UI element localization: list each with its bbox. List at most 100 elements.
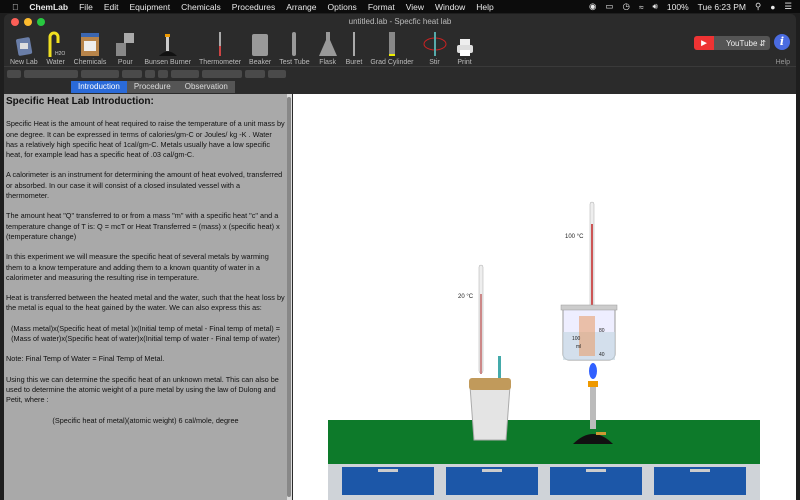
beaker-icon [250,31,270,57]
menu-bar:  ChemLab File Edit Equipment Chemicals … [0,0,800,13]
intro-paragraph: In this experiment we will measure the s… [6,252,269,282]
info-icon[interactable]: i [774,34,790,50]
test-tube-button[interactable]: Test Tube [275,31,313,66]
font-select[interactable] [24,69,78,78]
flask-button[interactable]: Flask [314,31,342,66]
intro-paragraph: Specific Heat is the amount of heat requ… [6,119,285,160]
airplay-icon[interactable]: ▭ [605,1,614,11]
typeface-select[interactable] [81,69,119,78]
window-title: untitled.lab - Specfic heat lab [348,17,452,26]
video-source-select[interactable]: ▶YouTube⇵ [694,36,770,50]
stir-button[interactable]: Stir [418,31,452,66]
hot-water-beaker [560,201,618,361]
thermometer-icon [217,31,223,57]
stir-icon [422,31,448,57]
equation-dulong-petit: (Specific heat of metal)(atomic weight) … [52,415,239,425]
wifi-icon[interactable]: ≈ [638,1,644,12]
grad-cylinder-icon [388,31,396,57]
format-bar [4,66,796,80]
intro-paragraph: Using this we can determine the specific… [6,374,279,405]
intro-note: Note: Final Temp of Water = Final Temp o… [6,354,165,364]
menu-options[interactable]: Options [321,1,357,12]
spacing-stepper[interactable] [245,69,265,78]
alignment-buttons[interactable] [202,69,242,78]
new-lab-icon [14,31,34,57]
background-color-well[interactable] [158,69,168,78]
calorimeter-cup [469,264,511,441]
bunsen-burner-icon [157,31,179,57]
time-machine-icon[interactable]: ◷ [622,1,630,11]
thermometer-1-reading: 20 °C [458,294,474,300]
cylinder-unit: ml [576,344,582,350]
chemicals-button[interactable]: Chemicals [70,31,111,66]
pour-icon [114,31,136,57]
text-color-well[interactable] [145,69,155,78]
menu-edit[interactable]: Edit [97,1,119,12]
intro-paragraph: Heat is transferred between the heated m… [6,293,285,313]
clock[interactable]: Tue 6:23 PM [697,1,746,12]
menu-chemicals[interactable]: Chemicals [174,1,221,12]
lab-bench-canvas[interactable]: 20 °C 100 °C 80 100 ml 40 [293,94,796,500]
pour-button[interactable]: Pour [110,31,140,66]
tab-introduction[interactable]: Introduction [71,81,127,93]
creative-cloud-icon[interactable]: ◉ [588,1,597,11]
battery-percent[interactable]: 100% [666,1,689,12]
bunsen-burner-button[interactable]: Bunsen Burner [140,31,195,66]
equation-water: (Mass of water)x(Specific heat of water)… [11,334,280,344]
menu-window[interactable]: Window [428,1,465,12]
intro-paragraph: A calorimeter is an instrument for deter… [6,170,283,201]
bunsen-burner [573,363,613,444]
buret-icon [351,31,357,57]
flask-icon [318,31,338,57]
menu-file[interactable]: File [72,1,93,12]
title-bar: untitled.lab - Specfic heat lab [4,14,796,30]
notification-center-icon[interactable]: ☰ [784,1,792,11]
youtube-play-icon: ▶ [694,36,714,50]
tab-procedure[interactable]: Procedure [126,81,178,93]
introduction-text-panel[interactable]: Specific Heat Lab Introduction: Specific… [4,94,292,500]
zoom-button[interactable] [37,18,45,26]
bold-italic-underline-buttons[interactable] [171,69,199,78]
menu-equipment[interactable]: Equipment [123,1,170,12]
size-select[interactable] [122,69,142,78]
list-select[interactable] [268,69,286,78]
menu-format[interactable]: Format [361,1,395,12]
tab-observation[interactable]: Observation [177,81,235,93]
grad-cylinder-button[interactable]: Grad Cylinder [366,31,417,66]
cylinder-mark-100: 100 [572,336,581,342]
volume-icon[interactable]: 🔊︎ [652,1,658,11]
chevron-updown-icon: ⇵ [759,38,766,48]
intro-paragraph: The amount heat "Q" transferred to or fr… [6,211,280,241]
text-scrollbar[interactable] [287,97,291,497]
lab-table [328,420,760,500]
menu-arrange[interactable]: Arrange [279,1,316,12]
help-label: Help [775,59,790,66]
style-select[interactable] [7,69,21,78]
apple-icon[interactable]:  [12,2,18,12]
thermometer-2-reading: 100 °C [565,234,584,240]
app-window: untitled.lab - Specfic heat lab New Lab … [4,14,796,500]
chemicals-jar-icon [79,31,101,57]
menu-app[interactable]: ChemLab [23,1,68,12]
menu-view[interactable]: View [399,1,424,12]
buret-button[interactable]: Buret [342,31,367,66]
close-button[interactable] [11,18,19,26]
menu-help[interactable]: Help [469,1,493,12]
cylinder-mark-40: 40 [599,352,605,358]
beaker-button[interactable]: Beaker [245,31,275,66]
new-lab-button[interactable]: New Lab [6,31,42,66]
equation-metal: (Mass metal)x(Specific heat of metal )x(… [10,323,281,333]
intro-title: Specific Heat Lab Introduction: [6,96,154,107]
cylinder-mark-80: 80 [599,328,605,334]
minimize-button[interactable] [24,18,32,26]
thermometer-button[interactable]: Thermometer [195,31,245,66]
spotlight-search-icon[interactable]: ⚲ [755,1,762,11]
water-formula: H2O [55,51,65,57]
menu-procedures[interactable]: Procedures [225,1,275,12]
siri-icon[interactable]: ● [770,1,776,12]
print-button[interactable]: Print [452,31,478,66]
print-icon [456,31,474,57]
water-faucet-icon: H2O [46,31,66,57]
